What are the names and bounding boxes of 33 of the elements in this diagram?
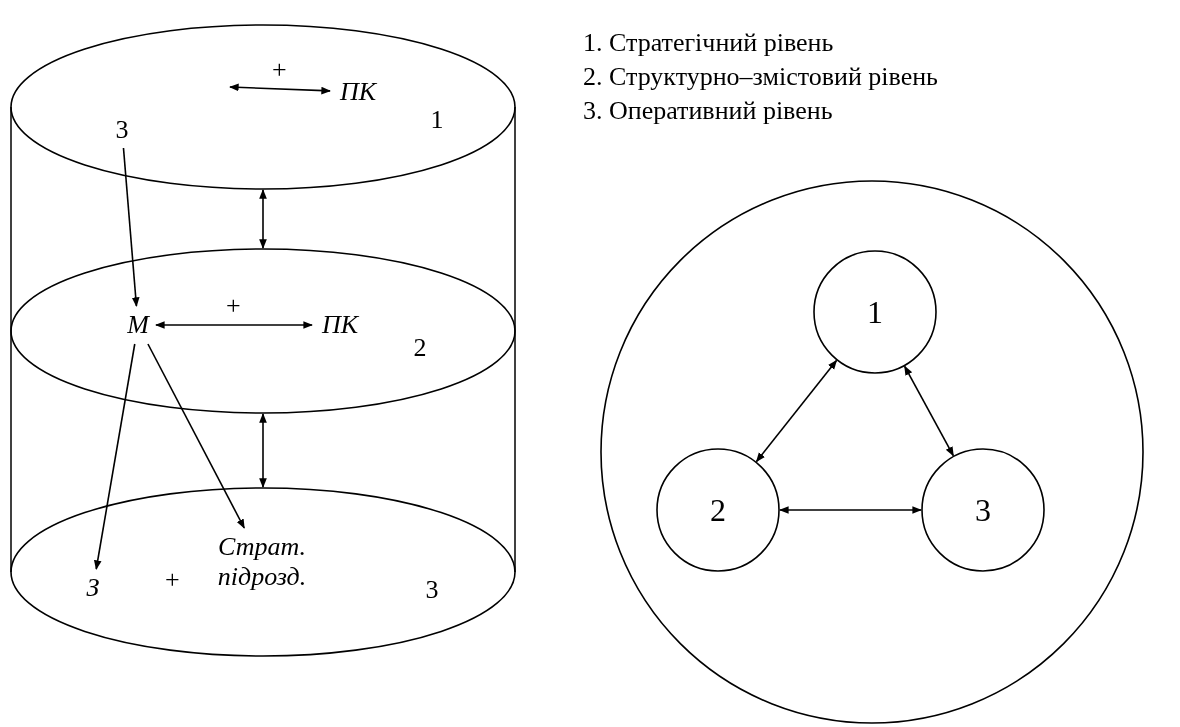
list-item: 1. Стратегічний рівень [583, 28, 834, 58]
level-number: 3 [974, 491, 992, 530]
level-number: 3 [424, 575, 440, 605]
plus-sign: + [165, 565, 180, 595]
arrow [93, 343, 136, 570]
arrow [755, 359, 838, 463]
node-label: ПК [315, 309, 365, 341]
arrow [122, 147, 140, 307]
node-label: 3 [113, 115, 131, 145]
arrow [229, 83, 331, 95]
arrow [779, 506, 922, 514]
level-circle [921, 448, 1045, 572]
arrow [259, 413, 267, 488]
level-circle [600, 180, 1144, 724]
level-number: 2 [709, 491, 727, 530]
level-ellipse [10, 487, 516, 657]
level-number: 1 [429, 105, 445, 135]
level-number: 2 [412, 333, 428, 363]
node-label: ПК [333, 76, 383, 108]
level-ellipse [10, 248, 516, 414]
arrow [903, 365, 955, 457]
arrow [147, 343, 245, 529]
arrow [155, 321, 313, 329]
arrow [259, 189, 267, 249]
level-circle [813, 250, 937, 374]
node-label: З [84, 572, 102, 604]
list-item: 2. Структурно–змістовий рівень [583, 62, 938, 92]
node-label: Страт. підрозд. [210, 531, 314, 593]
list-item: 3. Оперативний рівень [583, 96, 833, 126]
level-number: 1 [866, 293, 884, 332]
level-ellipse [10, 24, 516, 190]
level-circle [656, 448, 780, 572]
node-label: М [123, 309, 153, 341]
